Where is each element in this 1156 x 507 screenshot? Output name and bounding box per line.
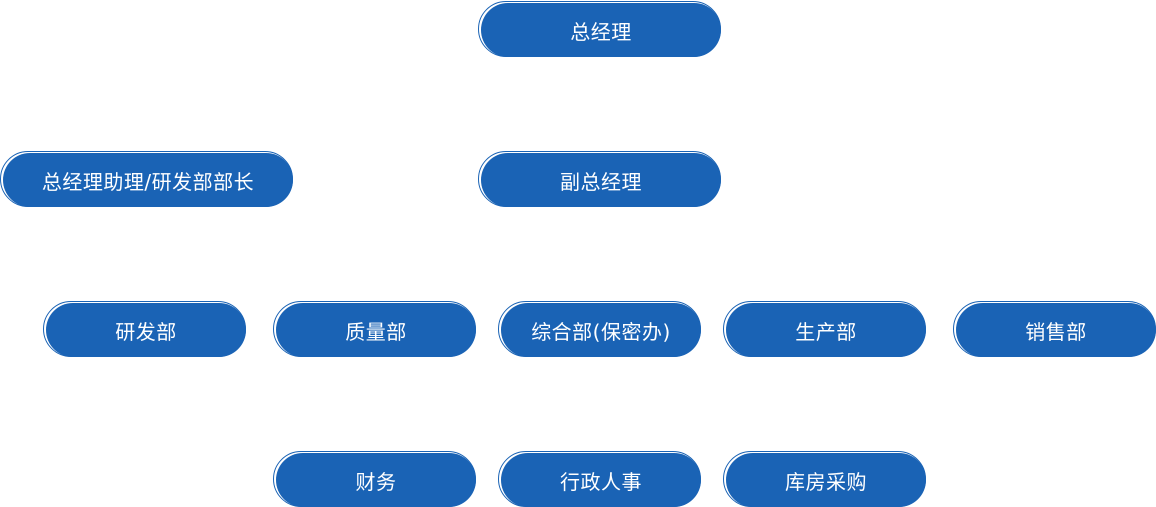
node-finance[interactable]: 财务	[273, 451, 476, 507]
node-label: 行政人事	[501, 453, 701, 507]
node-label: 库房采购	[726, 453, 926, 507]
node-label: 总经理	[481, 3, 721, 57]
node-label: 研发部	[46, 303, 246, 357]
node-production-department[interactable]: 生产部	[723, 301, 926, 357]
node-label: 销售部	[956, 303, 1156, 357]
node-label: 财务	[276, 453, 476, 507]
node-label: 质量部	[276, 303, 476, 357]
node-warehouse-purchasing[interactable]: 库房采购	[723, 451, 926, 507]
node-rd-department[interactable]: 研发部	[43, 301, 246, 357]
node-label: 生产部	[726, 303, 926, 357]
node-general-affairs-department[interactable]: 综合部(保密办)	[498, 301, 701, 357]
node-quality-department[interactable]: 质量部	[273, 301, 476, 357]
node-label: 副总经理	[481, 153, 721, 207]
node-label: 综合部(保密办)	[501, 303, 701, 357]
node-assistant-rd-head[interactable]: 总经理助理/研发部部长	[0, 151, 293, 207]
node-admin-hr[interactable]: 行政人事	[498, 451, 701, 507]
node-sales-department[interactable]: 销售部	[953, 301, 1156, 357]
node-deputy-general-manager[interactable]: 副总经理	[478, 151, 721, 207]
node-label: 总经理助理/研发部部长	[3, 153, 293, 207]
node-general-manager[interactable]: 总经理	[478, 1, 721, 57]
